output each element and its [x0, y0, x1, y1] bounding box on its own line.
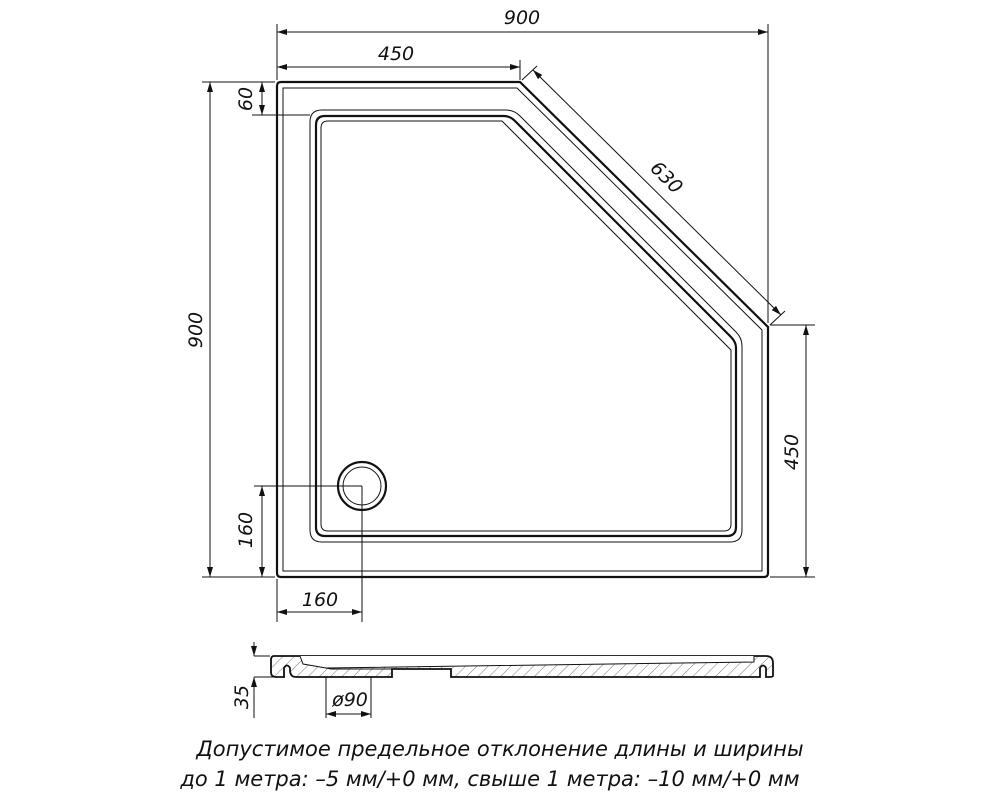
dim-total-depth: 900: [185, 312, 207, 348]
dim-rim: 60: [235, 87, 257, 111]
dim-top-straight: 450: [378, 43, 414, 65]
dim-right-straight: 450: [781, 434, 803, 470]
dimension-lines: [202, 24, 815, 622]
tolerance-note-line-1: Допустимое предельное отклонение длины и…: [195, 737, 803, 761]
dim-drain-offset-y: 160: [235, 512, 257, 548]
dim-total-width: 900: [504, 7, 540, 29]
dim-drain-offset-x: 160: [302, 589, 338, 611]
tray-cross-section: [251, 642, 774, 718]
dim-height: 35: [231, 685, 253, 709]
tolerance-note-line-2: до 1 метра: –5 мм/+0 мм, свыше 1 метра: …: [179, 767, 799, 791]
tray-plan-view: [275, 80, 770, 579]
dim-diagonal: 630: [646, 157, 687, 198]
dim-drain-diameter: ø90: [331, 689, 368, 711]
